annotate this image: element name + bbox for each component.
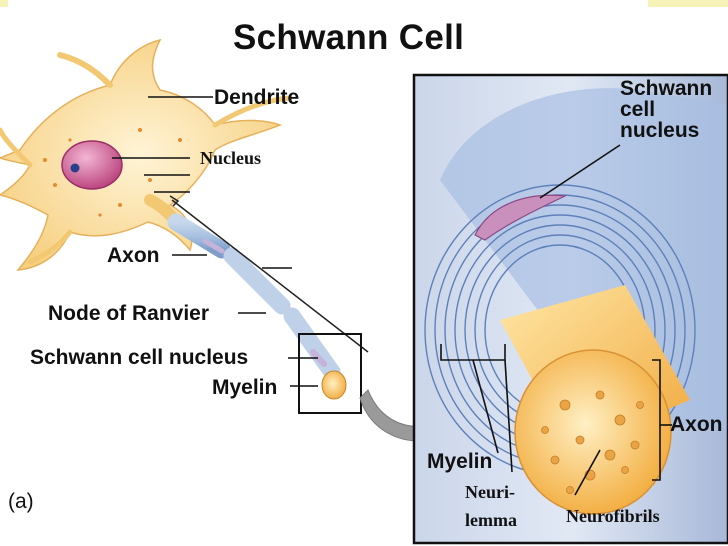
left-leader-lines <box>112 96 318 387</box>
magnify-guide <box>169 195 369 414</box>
label-axon-right: Axon <box>670 413 723 436</box>
diagram-title: Schwann Cell <box>233 18 465 57</box>
top-strip-left <box>0 0 8 7</box>
label-neurofibrils: Neurofibrils <box>566 506 660 526</box>
axon-segments <box>144 194 347 400</box>
label-node-of-ranvier: Node of Ranvier <box>48 302 210 325</box>
label-neurilemma: Neuri- lemma <box>465 478 517 534</box>
label-myelin: Myelin <box>212 376 278 399</box>
label-schwann-cell-nucleus-right: Schwann cell nucleus <box>620 78 712 141</box>
right-leader-lines <box>440 144 672 496</box>
label-neurilemma-line2: lemma <box>465 510 517 530</box>
enlarged-panel <box>412 73 728 545</box>
top-strip-right <box>648 0 728 7</box>
label-myelin-right: Myelin <box>427 450 493 473</box>
neuron-cell-body <box>0 38 293 271</box>
label-schwann-line3: nucleus <box>620 119 700 142</box>
panel-tag: (a) <box>8 490 34 513</box>
label-schwann-cell-nucleus: Schwann cell nucleus <box>30 346 249 369</box>
label-neurilemma-line1: Neuri- <box>465 482 515 502</box>
label-nucleus: Nucleus <box>200 148 262 168</box>
label-schwann-line1: Schwann <box>620 77 713 100</box>
cell-nucleus <box>61 140 123 190</box>
label-schwann-line2: cell <box>620 98 656 121</box>
label-axon: Axon <box>107 244 160 267</box>
label-dendrite: Dendrite <box>214 86 300 109</box>
